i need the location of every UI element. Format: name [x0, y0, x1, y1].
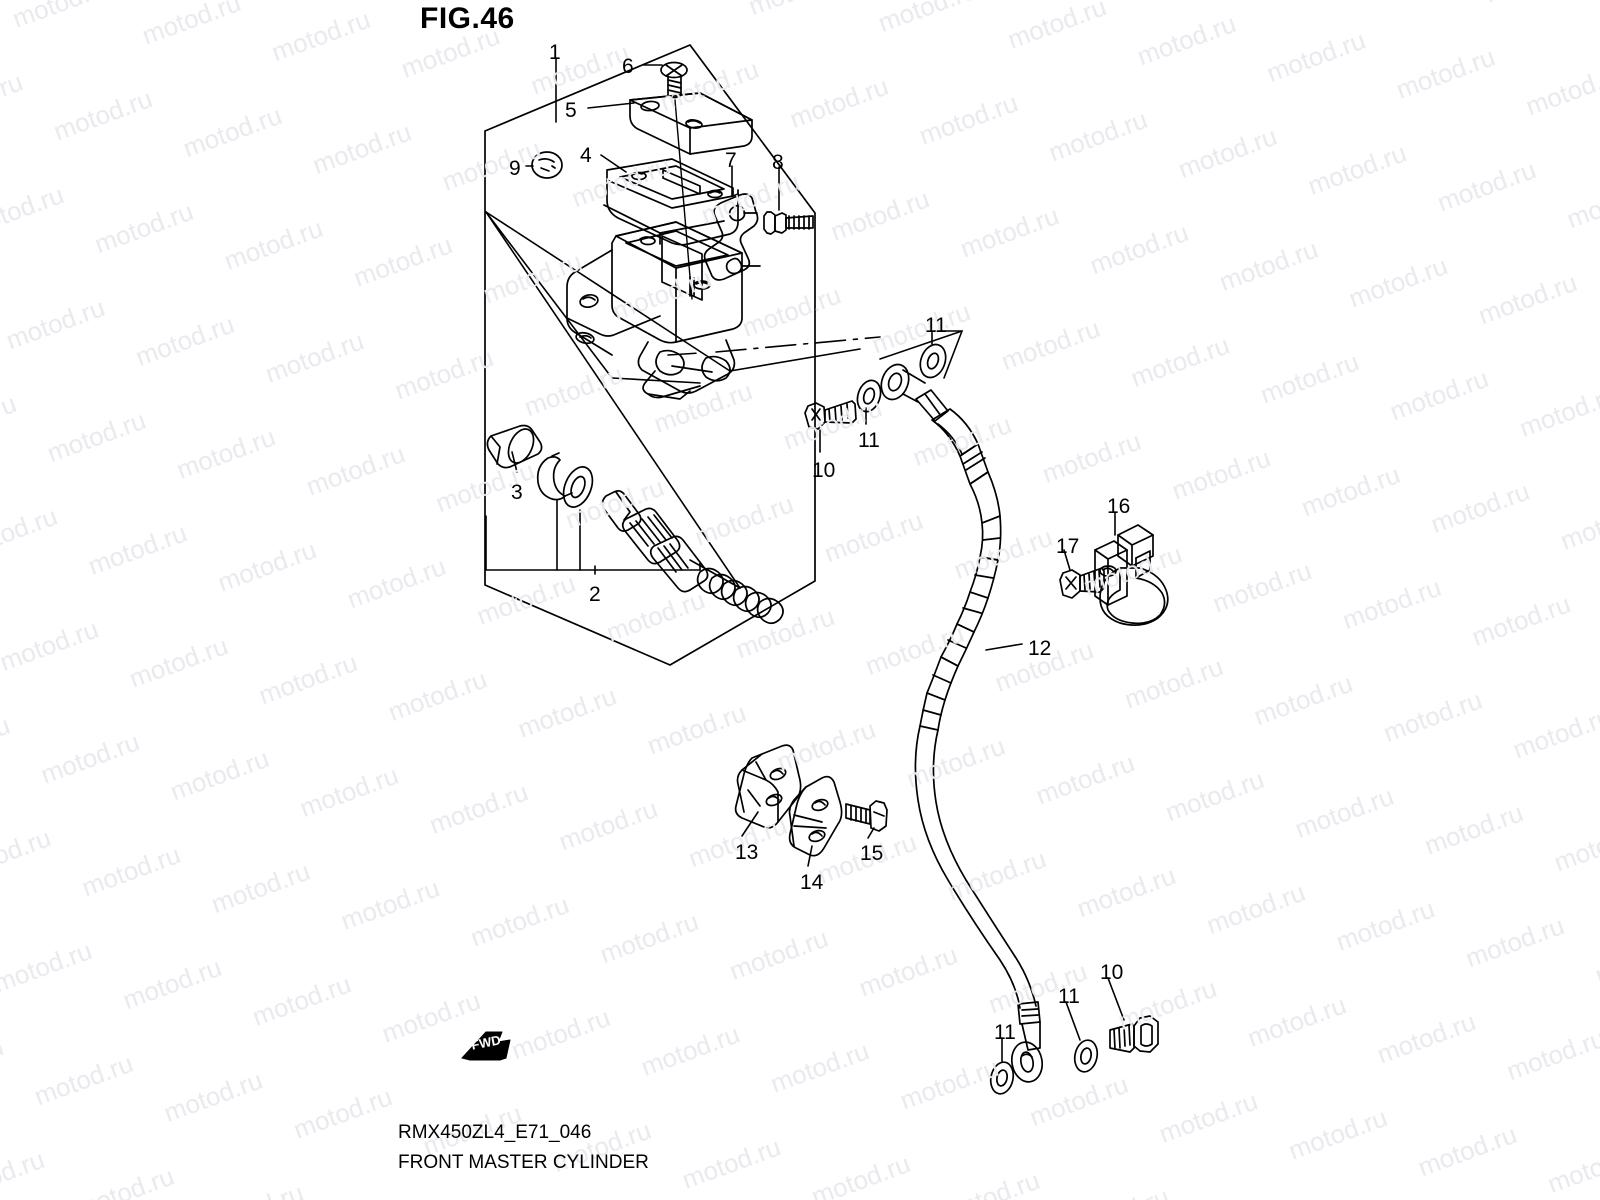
callout-16[interactable]: 16	[1107, 495, 1131, 518]
fwd-marker-label: FWD	[470, 1032, 502, 1053]
callout-11-upper[interactable]: 11	[925, 314, 947, 337]
callout-2[interactable]: 2	[589, 583, 601, 606]
page-title: FIG.46	[420, 2, 515, 35]
callout-1[interactable]: 1	[549, 41, 561, 64]
callout-9[interactable]: 9	[509, 157, 521, 180]
callout-7[interactable]: 7	[725, 149, 737, 172]
callout-10-lower[interactable]: 10	[1100, 961, 1124, 984]
callout-5[interactable]: 5	[565, 99, 577, 122]
callout-4[interactable]: 4	[580, 144, 592, 167]
callout-12[interactable]: 12	[1028, 637, 1052, 660]
callout-17[interactable]: 17	[1056, 535, 1080, 558]
callout-13[interactable]: 13	[735, 841, 759, 864]
callout-15[interactable]: 15	[860, 842, 884, 865]
callout-8[interactable]: 8	[772, 151, 784, 174]
caption-name: FRONT MASTER CYLINDER	[398, 1152, 649, 1173]
callout-14[interactable]: 14	[800, 871, 824, 894]
callout-3[interactable]: 3	[511, 481, 523, 504]
callout-11-mid[interactable]: 11	[858, 429, 880, 452]
callout-11-lower-left[interactable]: 11	[994, 1021, 1016, 1044]
caption-code: RMX450ZL4_E71_046	[398, 1122, 592, 1143]
callout-10-upper[interactable]: 10	[812, 459, 836, 482]
callout-6[interactable]: 6	[622, 55, 634, 78]
callout-11-lower-mid[interactable]: 11	[1058, 985, 1080, 1008]
